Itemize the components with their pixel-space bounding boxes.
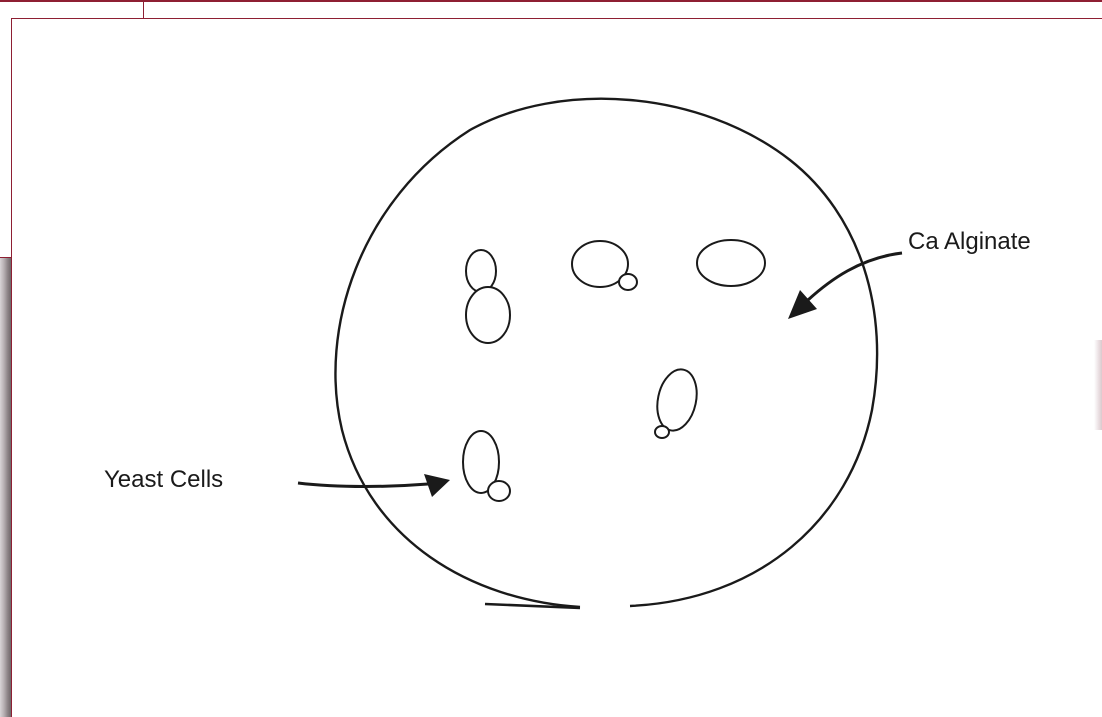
yeast-cell-oval: [697, 240, 765, 286]
ca-alginate-label: Ca Alginate: [908, 228, 1031, 256]
ca-alginate-arrow: [808, 253, 902, 300]
yeast-cell-budding-pair: [466, 250, 510, 343]
yeast-cell-with-bud-bottom: [463, 431, 510, 501]
yeast-cells-label: Yeast Cells: [104, 466, 223, 494]
yeast-cell-with-bud-middle: [652, 366, 702, 438]
yeast-cell-with-bud-top: [572, 241, 637, 290]
alginate-bead-outline: [335, 99, 877, 607]
